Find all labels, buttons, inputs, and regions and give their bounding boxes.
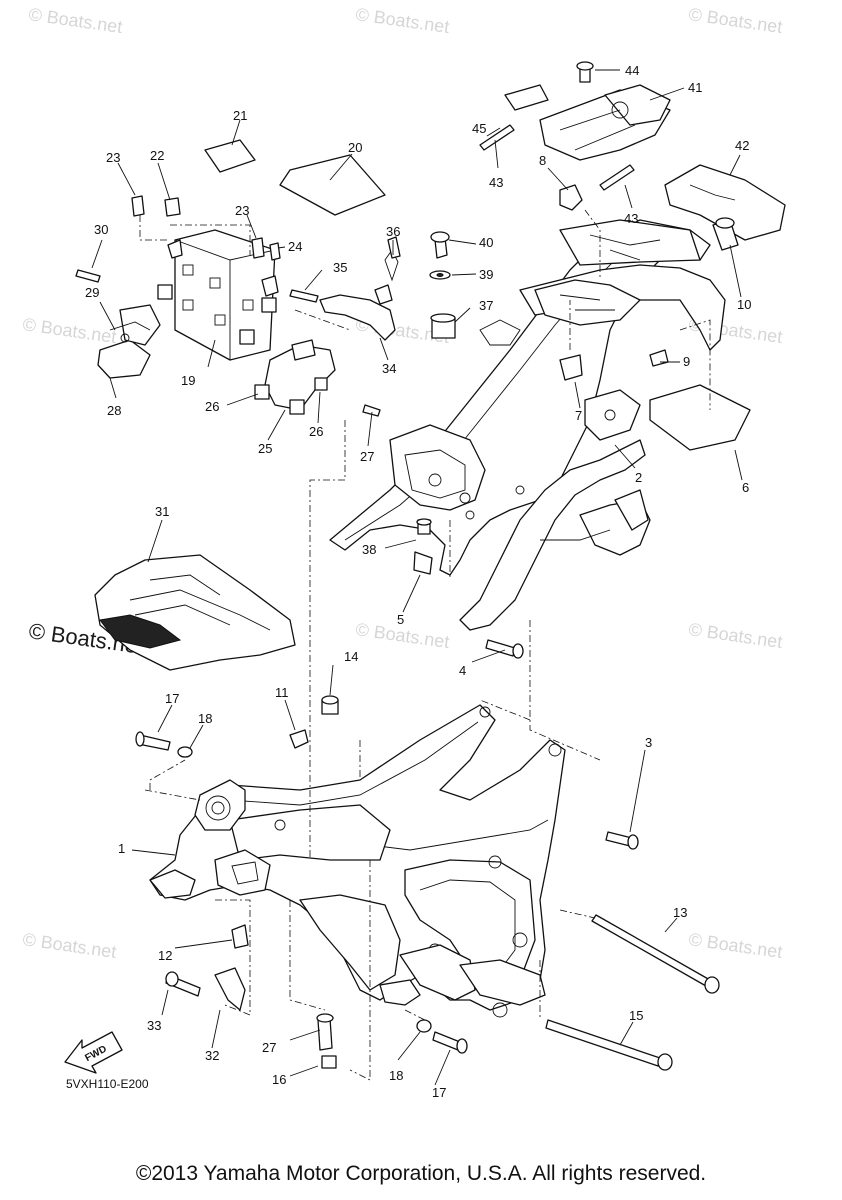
- damper-parts: [429, 231, 456, 339]
- callout-10: 10: [737, 297, 751, 312]
- diagram-code: 5VXH110-E200: [66, 1077, 149, 1091]
- callout-27: 27: [360, 449, 374, 464]
- callout-5: 5: [397, 612, 404, 627]
- callout-1: 1: [118, 841, 125, 856]
- callout-37: 37: [479, 298, 493, 313]
- rear-plate-parts: [479, 61, 786, 251]
- plate-part-6: [649, 384, 751, 451]
- watermark: © Boats.net: [354, 4, 450, 37]
- callout-33: 33: [147, 1018, 161, 1033]
- battery-box-part-19: [157, 229, 279, 361]
- callout-labels: 1 2 3 4 5 6 7 8 9 10 11 12 13 14 15 16 1…: [85, 63, 751, 1100]
- callout-9: 9: [683, 354, 690, 369]
- callout-27: 27: [262, 1040, 276, 1055]
- callout-14: 14: [344, 649, 358, 664]
- lead-part-34: [319, 249, 399, 341]
- callout-32: 32: [205, 1048, 219, 1063]
- callout-41: 41: [688, 80, 702, 95]
- callout-43: 43: [624, 211, 638, 226]
- callout-4: 4: [459, 663, 466, 678]
- callout-30: 30: [94, 222, 108, 237]
- callout-6: 6: [742, 480, 749, 495]
- watermark: © Boats.net: [687, 619, 783, 652]
- watermark: © Boats.net: [21, 929, 117, 962]
- callout-20: 20: [348, 140, 362, 155]
- clip-part-7: [559, 354, 583, 381]
- callout-8: 8: [539, 153, 546, 168]
- watermark: © Boats.net: [21, 314, 117, 347]
- seat-cover-part-31: [94, 554, 296, 671]
- forward-arrow-icon: FWD: [64, 1031, 123, 1074]
- callout-11: 11: [275, 685, 289, 700]
- callout-12: 12: [158, 948, 172, 963]
- bracket-part-28: [97, 304, 161, 379]
- clip-part-9: [649, 349, 669, 367]
- callout-40: 40: [479, 235, 493, 250]
- battery-cover-part-20: [279, 154, 386, 216]
- fasteners: [75, 195, 720, 1071]
- watermark: © Boats.net: [27, 4, 123, 37]
- callout-21: 21: [233, 108, 247, 123]
- callout-23: 23: [235, 203, 249, 218]
- callout-13: 13: [673, 905, 687, 920]
- callout-24: 24: [288, 239, 302, 254]
- callout-26: 26: [205, 399, 219, 414]
- callout-3: 3: [645, 735, 652, 750]
- callout-17: 17: [165, 691, 179, 706]
- callout-42: 42: [735, 138, 749, 153]
- callout-2: 2: [635, 470, 642, 485]
- callout-7: 7: [575, 408, 582, 423]
- label-part-21: [204, 139, 256, 173]
- callout-34: 34: [382, 361, 396, 376]
- callout-23: 23: [106, 150, 120, 165]
- watermark: © Boats.net: [687, 929, 783, 962]
- callout-31: 31: [155, 504, 169, 519]
- callout-19: 19: [181, 373, 195, 388]
- callout-18: 18: [389, 1068, 403, 1083]
- callout-36: 36: [386, 224, 400, 239]
- callout-45: 45: [472, 121, 486, 136]
- callout-26: 26: [309, 424, 323, 439]
- callout-44: 44: [625, 63, 639, 78]
- callout-17: 17: [432, 1085, 446, 1100]
- callout-39: 39: [479, 267, 493, 282]
- callout-16: 16: [272, 1072, 286, 1087]
- rear-subframe-part-2: [329, 219, 726, 631]
- callout-25: 25: [258, 441, 272, 456]
- watermark: © Boats.net: [687, 4, 783, 37]
- copyright-footer: ©2013 Yamaha Motor Corporation, U.S.A. A…: [135, 1162, 707, 1185]
- callout-28: 28: [107, 403, 121, 418]
- callout-35: 35: [333, 260, 347, 275]
- main-frame-part-1: [149, 704, 566, 1018]
- alignment-lines: [139, 209, 711, 1081]
- leader-lines: [91, 69, 743, 1086]
- callout-43: 43: [489, 175, 503, 190]
- callout-22: 22: [150, 148, 164, 163]
- callout-18: 18: [198, 711, 212, 726]
- callout-38: 38: [362, 542, 376, 557]
- callout-29: 29: [85, 285, 99, 300]
- callout-15: 15: [629, 1008, 643, 1023]
- relay-bracket-part-25: [254, 339, 336, 415]
